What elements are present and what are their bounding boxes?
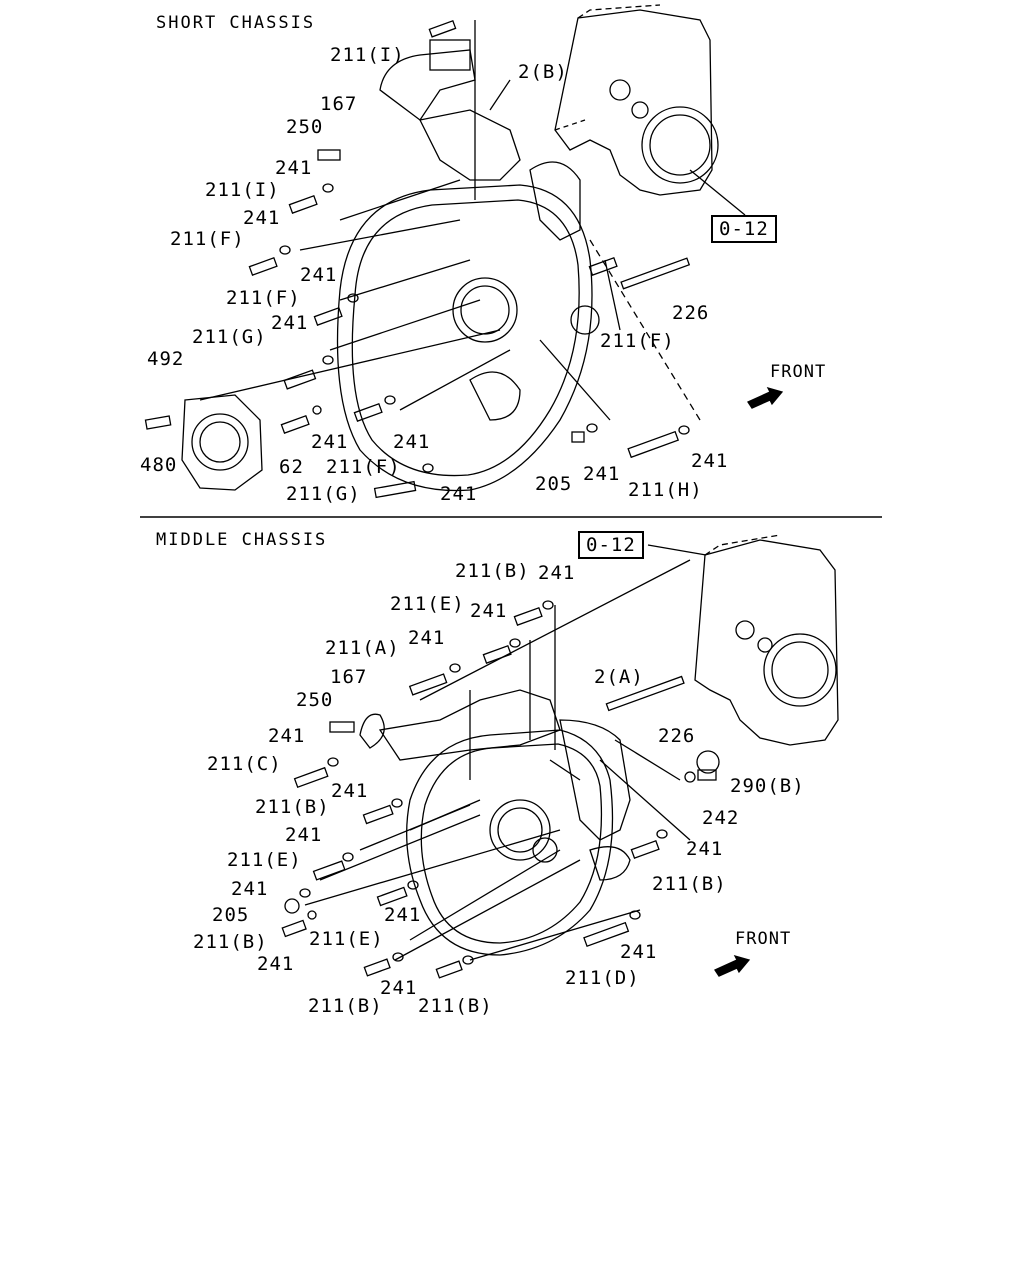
callout-241-m2[interactable]: 241 [470, 600, 508, 622]
callout-250-short[interactable]: 250 [286, 116, 324, 138]
callout-242[interactable]: 242 [702, 807, 740, 829]
callout-211-e-a[interactable]: 211(E) [390, 593, 465, 615]
callout-480[interactable]: 480 [140, 454, 178, 476]
callout-241-c[interactable]: 241 [300, 264, 338, 286]
callout-211-a[interactable]: 211(A) [325, 637, 400, 659]
callout-167-middle[interactable]: 167 [330, 666, 368, 688]
fasteners-short [144, 19, 691, 499]
ref-box-short[interactable]: 0-12 [711, 215, 777, 243]
callout-2-b[interactable]: 2(B) [518, 61, 568, 83]
callout-226-middle[interactable]: 226 [658, 725, 696, 747]
callout-167-short[interactable]: 167 [320, 93, 358, 115]
callout-211-e-c[interactable]: 211(E) [309, 928, 384, 950]
callout-241-m7[interactable]: 241 [686, 838, 724, 860]
callout-211-b-b[interactable]: 211(B) [255, 796, 330, 818]
callout-241-m5[interactable]: 241 [331, 780, 369, 802]
callout-211-f-c[interactable]: 211(F) [326, 456, 401, 478]
callout-241-m1[interactable]: 241 [538, 562, 576, 584]
callout-211-b-f[interactable]: 211(B) [418, 995, 493, 1017]
engine-block-top [554, 4, 719, 196]
leader-lines-middle [304, 544, 707, 961]
callout-211-c[interactable]: 211(C) [207, 753, 282, 775]
callout-211-i-mid[interactable]: 211(I) [205, 179, 280, 201]
callout-211-f-b[interactable]: 211(F) [226, 287, 301, 309]
callout-226-short[interactable]: 226 [672, 302, 710, 324]
callout-241-m10[interactable]: 241 [257, 953, 295, 975]
callout-211-e-b[interactable]: 211(E) [227, 849, 302, 871]
front-arrow-short [747, 386, 784, 409]
callout-2-a[interactable]: 2(A) [594, 666, 644, 688]
callout-211-g-b[interactable]: 211(G) [286, 483, 361, 505]
callout-250-middle[interactable]: 250 [296, 689, 334, 711]
callout-492[interactable]: 492 [147, 348, 185, 370]
callout-211-b-e[interactable]: 211(B) [308, 995, 383, 1017]
callout-241-m12[interactable]: 241 [380, 977, 418, 999]
callout-241-f[interactable]: 241 [393, 431, 431, 453]
section-title-short-chassis: SHORT CHASSIS [156, 13, 316, 33]
callout-211-b-a[interactable]: 211(B) [455, 560, 530, 582]
callout-241-m6[interactable]: 241 [285, 824, 323, 846]
callout-211-h[interactable]: 211(H) [628, 479, 703, 501]
callout-62[interactable]: 62 [279, 456, 304, 478]
callout-241-m9[interactable]: 241 [384, 904, 422, 926]
front-label-short: FRONT [770, 362, 827, 382]
callout-241-h[interactable]: 241 [583, 463, 621, 485]
callout-241-b[interactable]: 241 [243, 207, 281, 229]
callout-211-d[interactable]: 211(D) [565, 967, 640, 989]
callout-241-i[interactable]: 241 [691, 450, 729, 472]
callout-241-e[interactable]: 241 [311, 431, 349, 453]
callout-241-m8[interactable]: 241 [231, 878, 269, 900]
callout-241-d[interactable]: 241 [271, 312, 309, 334]
engine-block-middle [694, 534, 839, 746]
callout-211-f-d[interactable]: 211(F) [600, 330, 675, 352]
callout-241-m11[interactable]: 241 [620, 941, 658, 963]
callout-241-a[interactable]: 241 [275, 157, 313, 179]
callout-211-b-c[interactable]: 211(B) [652, 873, 727, 895]
front-label-middle: FRONT [735, 929, 792, 949]
ref-box-middle[interactable]: 0-12 [578, 531, 644, 559]
oil-seal-492 [181, 394, 263, 491]
callout-205-short[interactable]: 205 [535, 473, 573, 495]
callout-211-g-a[interactable]: 211(G) [192, 326, 267, 348]
callout-241-m3[interactable]: 241 [408, 627, 446, 649]
section-title-middle-chassis: MIDDLE CHASSIS [156, 530, 328, 550]
callout-211-b-d[interactable]: 211(B) [193, 931, 268, 953]
callout-241-m4[interactable]: 241 [268, 725, 306, 747]
callout-290-b[interactable]: 290(B) [730, 775, 805, 797]
front-arrow-middle [714, 954, 751, 977]
callout-241-g[interactable]: 241 [440, 483, 478, 505]
fasteners-middle [281, 600, 720, 979]
callout-211-i-top[interactable]: 211(I) [330, 44, 405, 66]
callout-211-f-a[interactable]: 211(F) [170, 228, 245, 250]
flywheel-housing-short [336, 39, 600, 492]
callout-205-middle[interactable]: 205 [212, 904, 250, 926]
leader-lines-short [199, 20, 746, 421]
